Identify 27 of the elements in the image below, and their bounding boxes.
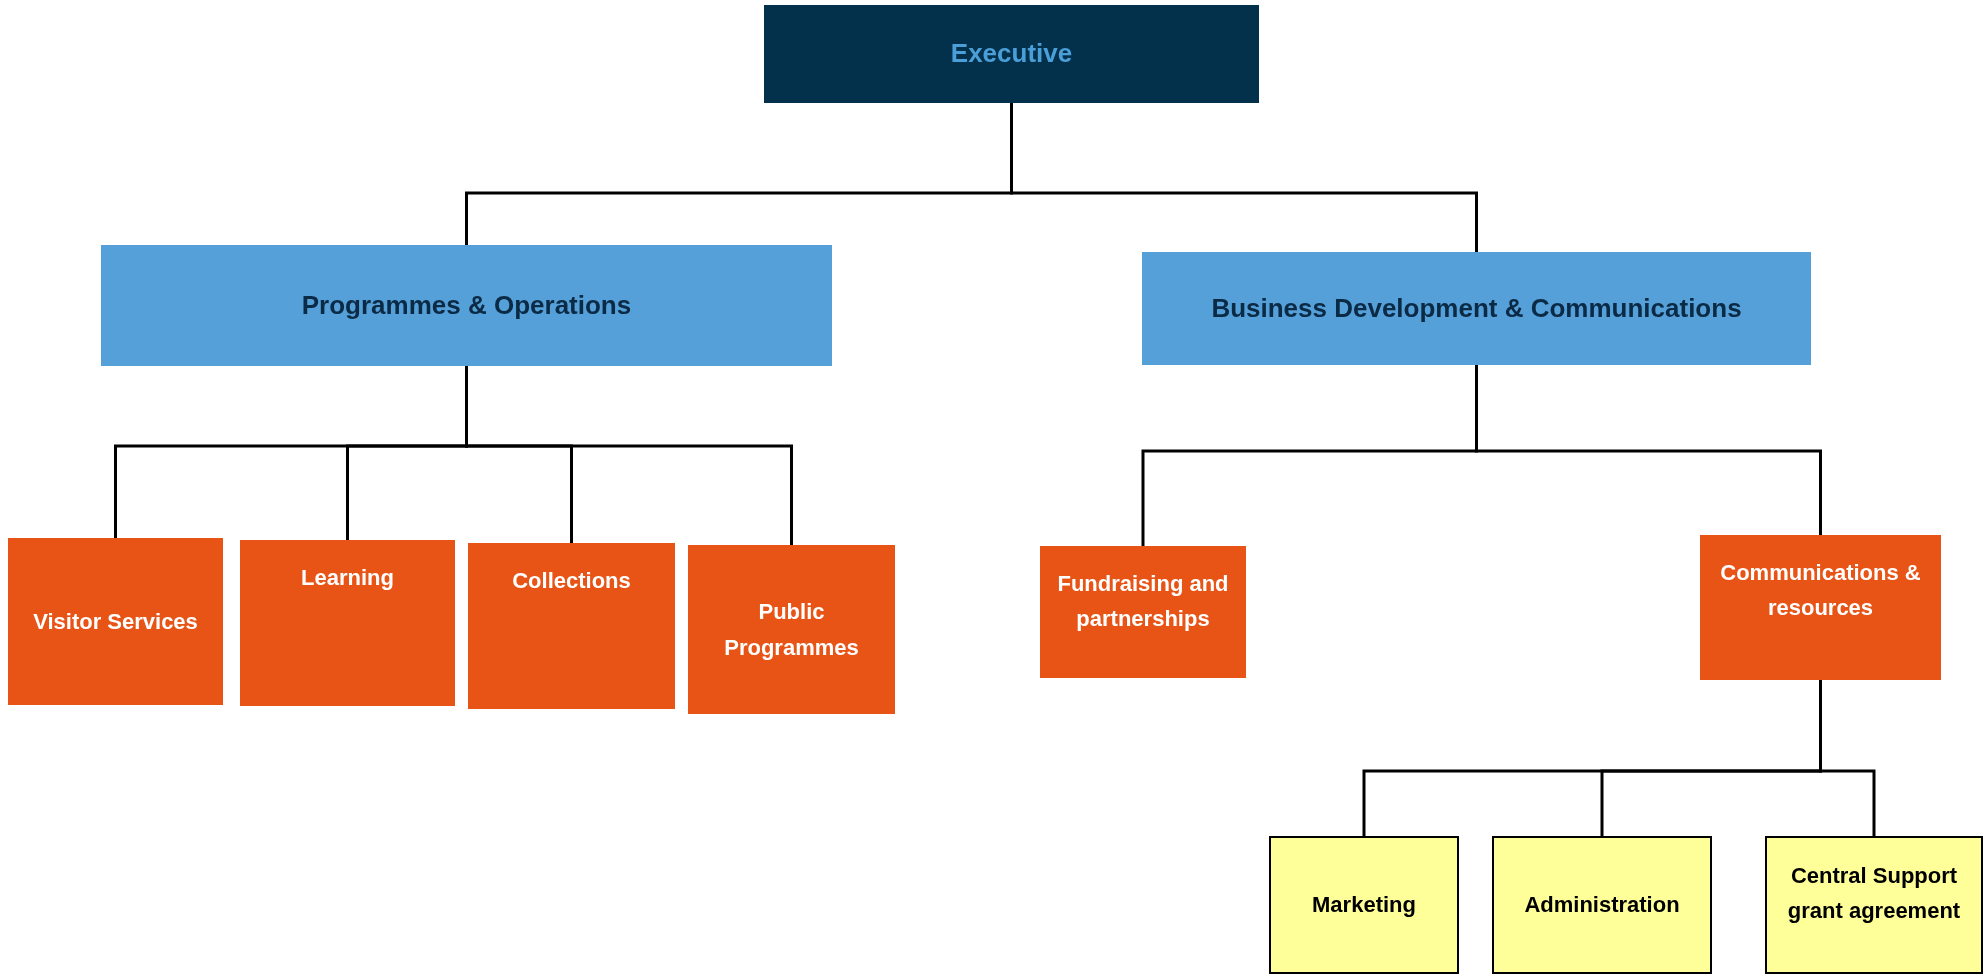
box-label: Executive	[950, 37, 1073, 71]
box-label: Central Support grant agreement	[1786, 862, 1962, 926]
team-box	[240, 540, 455, 706]
box-label: Fundraising and partnerships	[1056, 570, 1230, 634]
box-label: Learning	[301, 564, 394, 592]
unit-box	[1765, 836, 1983, 974]
executive-box	[764, 5, 1259, 103]
team-box	[1700, 535, 1941, 680]
department-box	[1142, 252, 1811, 365]
connector-line	[1475, 365, 1822, 535]
box-label: Public Programmes	[723, 598, 860, 662]
team-box	[1040, 546, 1246, 678]
box-label: Business Development & Communications	[1211, 291, 1742, 325]
department-box	[101, 245, 832, 366]
unit-box	[1269, 836, 1459, 974]
team-box	[8, 538, 223, 705]
unit-box	[1492, 836, 1712, 974]
team-box	[688, 545, 895, 714]
box-label: Administration	[1524, 891, 1680, 920]
box-label: Programmes & Operations	[301, 288, 632, 322]
connector-line	[1819, 680, 1876, 836]
connector-line	[465, 366, 793, 545]
box-label: Marketing	[1312, 891, 1416, 920]
box-label: Visitor Services	[33, 607, 198, 636]
box-label: Communications & resources	[1719, 559, 1922, 623]
team-box	[468, 543, 675, 709]
box-label: Collections	[512, 567, 631, 595]
